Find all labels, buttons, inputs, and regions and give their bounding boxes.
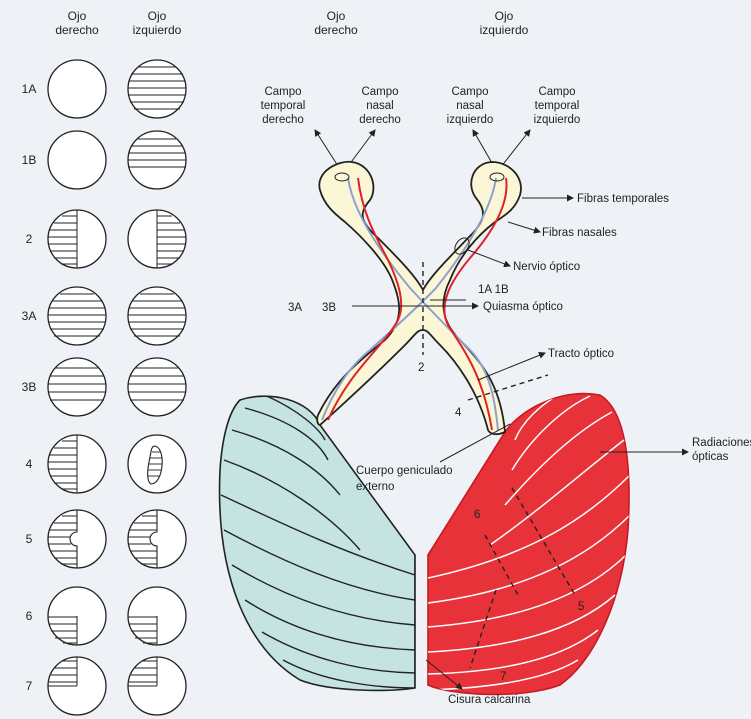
field-1a-left-eye [128, 60, 186, 118]
label-chiasm: Quiasma óptico [483, 301, 563, 313]
svg-text:derecho: derecho [359, 114, 401, 126]
optic-pathway [317, 162, 521, 434]
svg-text:Ojo: Ojo [148, 9, 167, 23]
svg-text:izquierdo: izquierdo [480, 23, 529, 37]
row-label-4: 4 [26, 457, 33, 471]
field-5-left-eye [128, 510, 186, 568]
field-label-temporal-right: Campo temporal derecho [261, 86, 306, 126]
optic-radiation-right-hemisphere [428, 394, 630, 695]
svg-text:Ojo: Ojo [68, 9, 87, 23]
field-7-right-eye [48, 657, 106, 715]
row-labels: 1A 1B 2 3A 3B 4 5 6 7 [22, 82, 37, 693]
label-lesion-3b: 3B [322, 302, 336, 314]
svg-text:Ojo: Ojo [327, 9, 346, 23]
svg-text:izquierdo: izquierdo [133, 23, 182, 37]
field-1b-left-eye [128, 131, 186, 189]
field-4-right-eye [48, 435, 106, 493]
left-header-left-eye: Ojo izquierdo [133, 9, 182, 37]
svg-text:Campo: Campo [538, 86, 575, 98]
svg-text:Campo: Campo [264, 86, 301, 98]
label-temporal-fibers: Fibras temporales [577, 193, 669, 205]
visual-field-grid [48, 60, 186, 715]
right-header-left-eye: Ojo izquierdo [480, 9, 529, 37]
field-1a-right-eye [48, 60, 106, 118]
svg-text:Campo: Campo [451, 86, 488, 98]
label-calcarine: Cisura calcarina [448, 694, 531, 706]
svg-text:Campo: Campo [361, 86, 398, 98]
row-label-5: 5 [26, 532, 33, 546]
svg-text:izquierdo: izquierdo [534, 114, 581, 126]
field-label-nasal-left: Campo nasal izquierdo [447, 86, 494, 126]
svg-text:izquierdo: izquierdo [447, 114, 494, 126]
row-label-6: 6 [26, 609, 33, 623]
label-lesion-3a: 3A [288, 302, 302, 314]
row-label-7: 7 [26, 679, 33, 693]
svg-text:Cuerpo geniculado: Cuerpo geniculado [356, 465, 453, 477]
label-optic-radiations: Radiaciones ópticas [692, 437, 751, 463]
svg-text:nasal: nasal [456, 100, 484, 112]
svg-text:temporal: temporal [535, 100, 580, 112]
svg-text:derecho: derecho [262, 114, 304, 126]
label-optic-nerve: Nervio óptico [513, 261, 580, 273]
field-5-right-eye [48, 510, 106, 568]
label-lesion-5: 5 [578, 601, 584, 613]
svg-text:derecho: derecho [55, 23, 99, 37]
field-1b-right-eye [48, 131, 106, 189]
label-nasal-fibers: Fibras nasales [542, 227, 617, 239]
field-label-nasal-right: Campo nasal derecho [359, 86, 401, 126]
field-4-left-eye [128, 435, 186, 493]
row-label-1a: 1A [22, 82, 37, 96]
field-2-left-eye [128, 210, 186, 268]
svg-text:Ojo: Ojo [495, 9, 514, 23]
field-2-right-eye [48, 210, 106, 268]
right-header-right-eye: Ojo derecho [314, 9, 358, 37]
svg-text:temporal: temporal [261, 100, 306, 112]
field-3b-right-eye [48, 358, 106, 416]
svg-text:derecho: derecho [314, 23, 358, 37]
row-label-1b: 1B [22, 153, 37, 167]
field-3a-right-eye [48, 287, 106, 345]
svg-text:ópticas: ópticas [692, 451, 729, 463]
svg-text:externo: externo [356, 481, 394, 493]
row-label-3b: 3B [22, 380, 37, 394]
left-header-right-eye: Ojo derecho [55, 9, 99, 37]
row-label-2: 2 [26, 232, 33, 246]
label-lesion-4: 4 [455, 407, 462, 419]
field-6-left-eye [128, 587, 186, 645]
row-label-3a: 3A [22, 309, 37, 323]
field-3b-left-eye [128, 358, 186, 416]
field-6-right-eye [48, 587, 106, 645]
field-label-temporal-left: Campo temporal izquierdo [534, 86, 581, 126]
label-lesion-7: 7 [500, 671, 506, 683]
label-lesion-1: 1A 1B [478, 284, 509, 296]
svg-text:Radiaciones: Radiaciones [692, 437, 751, 449]
optic-radiation-left-hemisphere [220, 394, 415, 690]
label-lgn: Cuerpo geniculado externo [356, 465, 453, 493]
label-optic-tract: Tracto óptico [548, 348, 614, 360]
label-lesion-6: 6 [474, 509, 480, 521]
label-lesion-2: 2 [418, 362, 424, 374]
field-3a-left-eye [128, 287, 186, 345]
field-7-left-eye [128, 657, 186, 715]
svg-text:nasal: nasal [366, 100, 394, 112]
